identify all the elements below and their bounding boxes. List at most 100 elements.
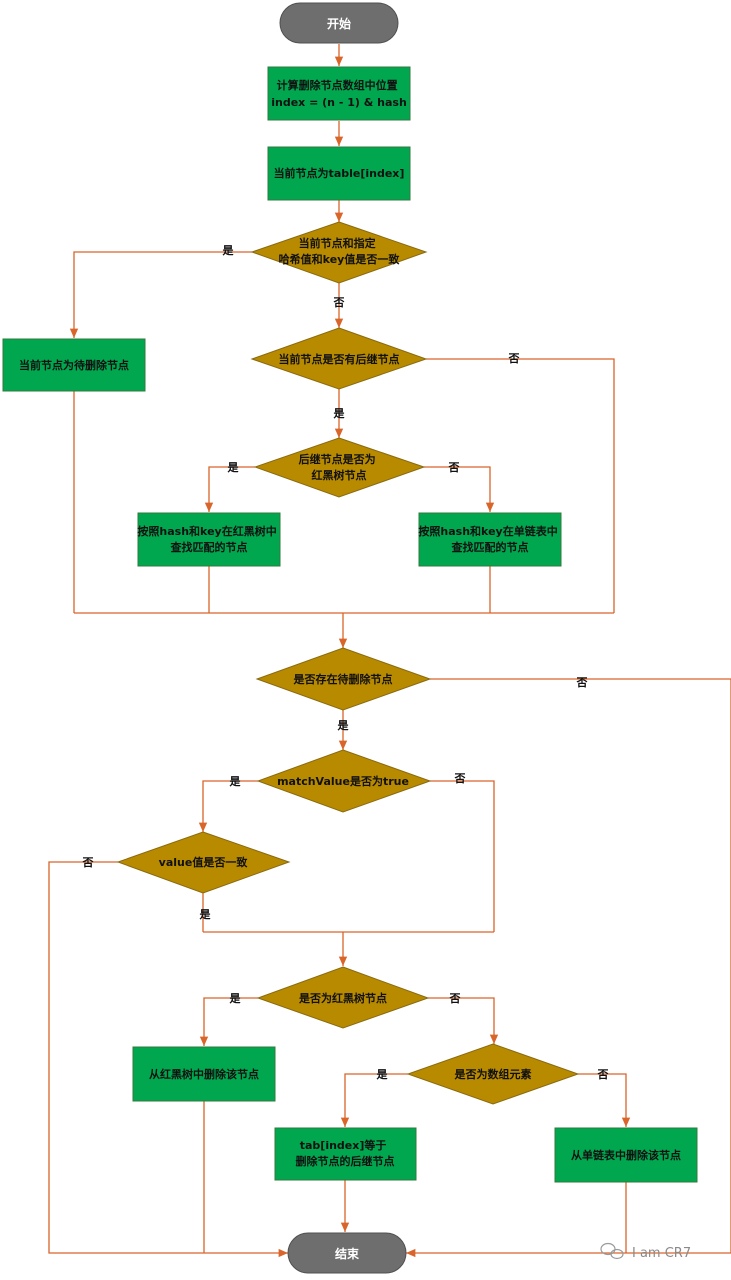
is-pending-delete-shape xyxy=(2,338,146,392)
remove-from-list-box: 从单链表中删除该节点 xyxy=(554,1127,698,1183)
compute-index-line-2: index = (n - 1) & hash xyxy=(271,96,407,109)
svg-text:value值是否一致: value值是否一致 xyxy=(159,855,249,869)
exists-pending-label: 是否存在待删除节点 xyxy=(293,672,393,686)
start-label: 开始 xyxy=(327,16,351,31)
start-terminal: 开始 xyxy=(279,2,399,44)
label-no-match: 否 xyxy=(454,772,466,785)
next-is-tree-line-1: 后继节点是否为 xyxy=(299,452,376,466)
svg-text:否: 否 xyxy=(508,352,520,365)
is-tree-node-decision: 是否为红黑树节点 xyxy=(256,966,430,1029)
next-is-tree-line-2: 红黑树节点 xyxy=(312,468,367,482)
edge-isarray-no xyxy=(578,1073,631,1127)
svg-text:否: 否 xyxy=(82,856,94,869)
label-yes-same-key: 是 xyxy=(222,244,235,257)
match-value-shape xyxy=(256,749,432,813)
edge-hasnext-no xyxy=(426,358,615,613)
wechat-icon xyxy=(600,1242,624,1260)
label-no-next-tree: 否 xyxy=(448,461,460,474)
end-shape xyxy=(287,1232,407,1274)
svg-text:matchValue是否为true: matchValue是否为true xyxy=(277,774,409,788)
exists-pending-shape xyxy=(255,647,432,711)
start-shape xyxy=(279,2,399,44)
svg-text:tab[index]等于 删除节点的后继节点: tab[index]等于 删除节点的后继节点 xyxy=(296,1138,395,1168)
is-pending-delete-label: 当前节点为待删除节点 xyxy=(19,358,129,372)
edge-value-no xyxy=(48,861,288,1258)
svg-text:按照hash和key在单链表中 查找匹配的节点: 按照hash和key在单链表中 查找匹配的节点 xyxy=(418,524,561,554)
svg-text:后继节点是否为 红黑树节点: 后继节点是否为 红黑树节点 xyxy=(299,452,380,482)
tab-index-next-shape xyxy=(274,1127,417,1181)
value-equal-label: value值是否一致 xyxy=(159,855,249,869)
svg-text:是否为数组元素: 是否为数组元素 xyxy=(454,1067,532,1081)
tab-index-next-box: tab[index]等于 删除节点的后继节点 xyxy=(274,1127,417,1181)
label-yes-next-tree: 是 xyxy=(227,461,240,474)
has-next-shape xyxy=(250,327,428,390)
svg-text:是否为红黑树节点: 是否为红黑树节点 xyxy=(298,991,387,1005)
svg-text:按照hash和key在红黑树中 查找匹配的节点: 按照hash和key在红黑树中 查找匹配的节点 xyxy=(137,524,280,554)
has-next-decision: 当前节点是否有后继节点 xyxy=(250,327,428,390)
current-node-shape xyxy=(267,146,411,201)
same-hash-key-line-2: 哈希值和key值是否一致 xyxy=(279,252,401,266)
svg-text:是: 是 xyxy=(333,407,346,420)
watermark: I am CR7 xyxy=(600,1242,691,1261)
edge-labels: 是 否 否 是 是 否 否 是 是 否 否 是 是 否 是 否 xyxy=(82,244,609,1081)
same-hash-key-line-1: 当前节点和指定 xyxy=(299,236,376,250)
has-next-label: 当前节点是否有后继节点 xyxy=(279,352,400,366)
match-value-decision: matchValue是否为true xyxy=(256,749,432,813)
svg-text:计算删除节点数组中位置 index = (n -: 计算删除节点数组中位置 index = (n - 1) & hash xyxy=(271,78,407,109)
connectors xyxy=(48,44,731,1258)
svg-text:是: 是 xyxy=(337,719,350,732)
tab-index-next-line-1: tab[index]等于 xyxy=(300,1138,387,1152)
svg-text:是: 是 xyxy=(222,244,235,257)
edge-match-yes xyxy=(198,780,258,832)
find-in-list-shape xyxy=(418,512,562,567)
svg-text:是: 是 xyxy=(199,908,212,921)
edge-isarray-yes xyxy=(340,1073,408,1127)
svg-text:否: 否 xyxy=(448,461,460,474)
label-yes-is-array: 是 xyxy=(376,1068,389,1081)
find-in-list-line-1: 按照hash和key在单链表中 xyxy=(418,524,557,538)
label-no-has-next: 否 xyxy=(508,352,520,365)
label-no-same-key: 否 xyxy=(333,296,345,309)
current-node-label: 当前节点为table[index] xyxy=(274,166,405,180)
is-array-elem-shape xyxy=(406,1043,580,1105)
edge-istree-no xyxy=(428,997,499,1044)
svg-text:是: 是 xyxy=(376,1068,389,1081)
current-node-box: 当前节点为table[index] xyxy=(267,146,411,201)
label-no-exists: 否 xyxy=(576,676,588,689)
svg-text:否: 否 xyxy=(597,1068,609,1081)
svg-text:结束: 结束 xyxy=(335,1246,360,1261)
svg-text:否: 否 xyxy=(333,296,345,309)
svg-text:是否存在待删除节点: 是否存在待删除节点 xyxy=(293,672,393,686)
svg-text:当前节点为table[index]: 当前节点为table[index] xyxy=(274,166,405,180)
svg-text:从红黑树中删除该节点: 从红黑树中删除该节点 xyxy=(149,1067,259,1081)
label-yes-value: 是 xyxy=(199,908,212,921)
label-no-is-tree: 否 xyxy=(449,992,461,1005)
svg-text:否: 否 xyxy=(449,992,461,1005)
edge-istree-yes xyxy=(199,997,258,1046)
is-pending-delete-box: 当前节点为待删除节点 xyxy=(2,338,146,392)
edge-nexttree-yes xyxy=(204,466,255,512)
remove-from-tree-box: 从红黑树中删除该节点 xyxy=(132,1046,276,1102)
compute-index-line-1: 计算删除节点数组中位置 xyxy=(277,78,398,92)
end-terminal: 结束 xyxy=(287,1232,407,1274)
label-yes-exists: 是 xyxy=(337,719,350,732)
find-in-tree-line-1: 按照hash和key在红黑树中 xyxy=(137,524,276,538)
tab-index-next-line-2: 删除节点的后继节点 xyxy=(296,1154,395,1168)
is-tree-node-shape xyxy=(256,966,430,1029)
svg-text:否: 否 xyxy=(454,772,466,785)
svg-text:开始: 开始 xyxy=(327,16,351,31)
svg-text:当前节点和指定 哈希值和key值是否一致: 当前节点和指定 哈希值和key值是否一致 xyxy=(279,236,401,266)
match-value-label: matchValue是否为true xyxy=(277,774,409,788)
find-in-tree-box: 按照hash和key在红黑树中 查找匹配的节点 xyxy=(137,512,281,567)
edge-exists-no xyxy=(406,678,731,1258)
svg-text:是: 是 xyxy=(229,775,242,788)
label-no-value: 否 xyxy=(82,856,94,869)
is-array-elem-decision: 是否为数组元素 xyxy=(406,1043,580,1105)
label-no-is-array: 否 xyxy=(597,1068,609,1081)
next-is-tree-decision: 后继节点是否为 红黑树节点 xyxy=(253,437,426,498)
edge-nexttree-no xyxy=(424,466,495,512)
find-in-tree-line-2: 查找匹配的节点 xyxy=(171,540,248,554)
label-yes-match: 是 xyxy=(229,775,242,788)
remove-from-tree-shape xyxy=(132,1046,276,1102)
